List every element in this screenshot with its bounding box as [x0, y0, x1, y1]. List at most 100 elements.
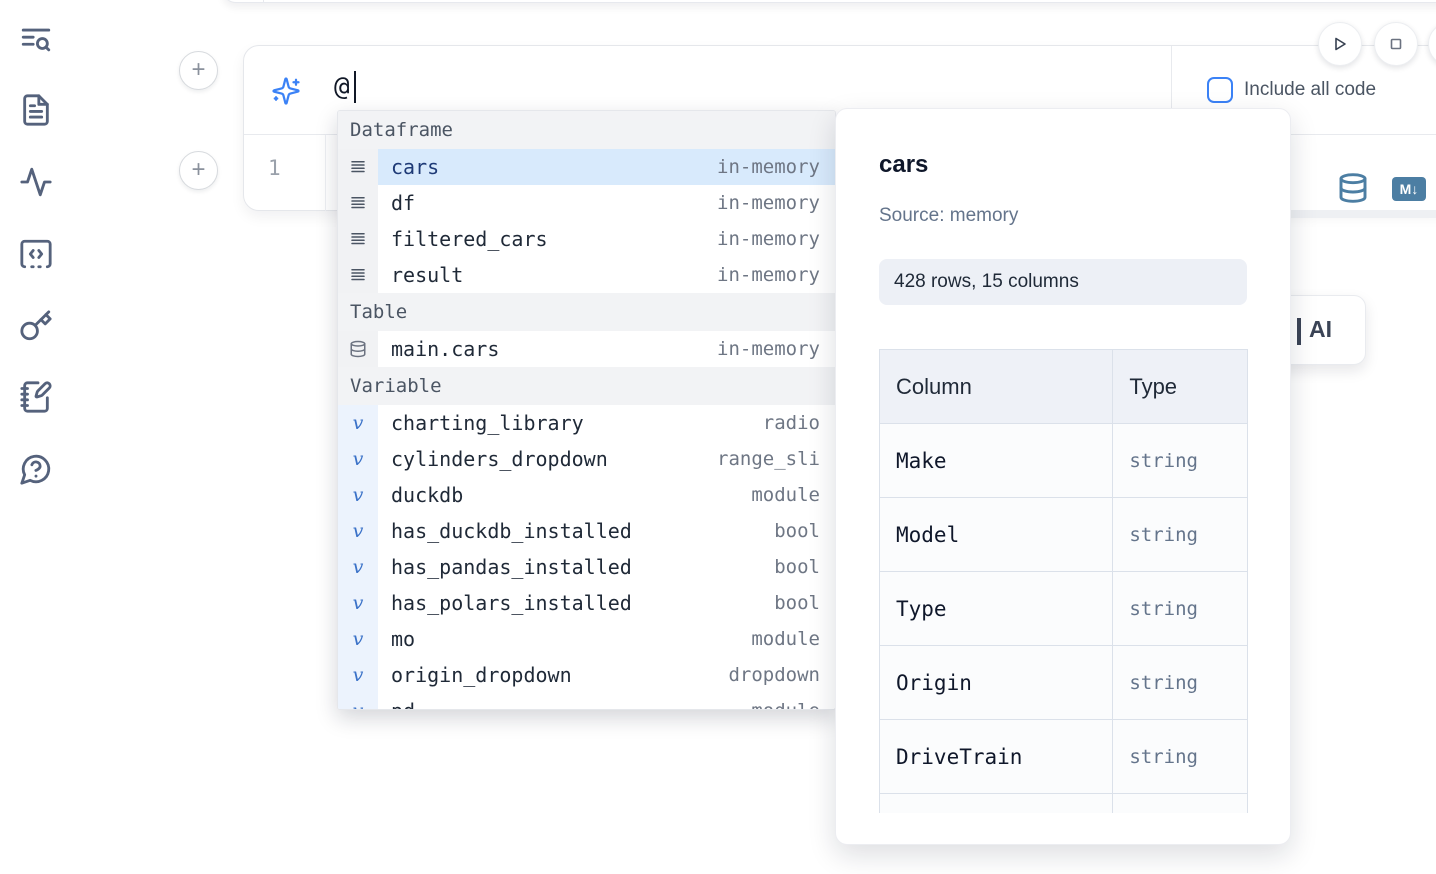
completion-item-body: pd module: [378, 693, 835, 709]
schema-column-type: string: [1129, 597, 1198, 620]
schema-column-name: Origin: [896, 670, 972, 695]
add-cell-button-bottom[interactable]: +: [179, 151, 218, 190]
completion-item-name: has_polars_installed: [391, 591, 632, 615]
variable-icon: v: [352, 628, 364, 650]
variable-icon: v: [352, 664, 364, 686]
ai-button-label: AI: [1309, 316, 1332, 342]
completion-item-name: pd: [391, 699, 415, 709]
preview-title: cars: [879, 151, 929, 178]
schema-row: [879, 793, 1248, 813]
completion-item-gutter: v: [338, 657, 378, 693]
cell-column-divider: [1171, 46, 1172, 134]
column-header: Column: [879, 349, 1114, 424]
ai-prompt-input[interactable]: @: [334, 72, 350, 102]
schema-column-type: string: [1129, 523, 1198, 546]
completion-item-type: radio: [762, 412, 820, 434]
variable-icon: v: [352, 556, 364, 578]
play-icon: [1335, 37, 1346, 51]
activity-icon[interactable]: [19, 165, 53, 199]
add-cell-button-top[interactable]: +: [179, 51, 218, 90]
schema-column-type: string: [1129, 671, 1198, 694]
completion-item-name: cylinders_dropdown: [391, 447, 608, 471]
completion-item-type: bool: [774, 592, 820, 614]
completion-item-gutter: [338, 149, 378, 185]
variable-icon: v: [353, 700, 364, 709]
completion-section-header: Dataframe: [338, 111, 835, 149]
schema-column-type: string: [1129, 745, 1198, 768]
completion-item-type: bool: [774, 520, 820, 542]
variable-icon: v: [352, 484, 364, 506]
completion-item-name: has_pandas_installed: [391, 555, 632, 579]
type-header: Type: [1112, 349, 1248, 424]
completion-item-type: in-memory: [717, 228, 820, 250]
completion-item-gutter: v: [338, 405, 378, 441]
completion-item-name: charting_library: [391, 411, 584, 435]
completion-section-header: Variable: [338, 367, 835, 405]
table-database-icon: [349, 340, 367, 358]
help-chat-icon[interactable]: [19, 452, 53, 486]
completion-item-body: has_polars_installed bool: [378, 585, 835, 621]
completion-item-type: bool: [774, 556, 820, 578]
rows-icon: [349, 266, 367, 284]
completion-item-gutter: [338, 221, 378, 257]
completion-item-has_duckdb_installed[interactable]: v has_duckdb_installed bool: [338, 513, 835, 549]
completion-item-gutter: [338, 331, 378, 367]
completion-item-has_pandas_installed[interactable]: v has_pandas_installed bool: [338, 549, 835, 585]
stop-button[interactable]: [1374, 22, 1418, 66]
run-button[interactable]: [1318, 22, 1362, 66]
completion-item-type: range_sli: [717, 448, 820, 470]
completion-section-header: Table: [338, 293, 835, 331]
completion-item-gutter: v: [338, 549, 378, 585]
completion-item-name: main.cars: [391, 337, 500, 361]
completion-item-name: df: [391, 191, 416, 215]
key-icon[interactable]: [19, 309, 53, 343]
completion-item-type: module: [751, 700, 820, 709]
completion-item-body: charting_library radio: [378, 405, 835, 441]
schema-column-type: string: [1129, 449, 1198, 472]
editor-line-number: 1: [268, 156, 281, 180]
notebook-pen-icon[interactable]: [19, 380, 53, 414]
text-search-icon[interactable]: [19, 23, 53, 57]
include-all-code-label[interactable]: Include all code: [1244, 79, 1377, 100]
previous-cell-divider: [263, 0, 264, 2]
dataframe-preview-panel: cars Source: memory 428 rows, 15 columns…: [835, 108, 1291, 845]
completion-item-name: has_duckdb_installed: [391, 519, 632, 543]
completion-item-body: cylinders_dropdown range_sli: [378, 441, 835, 477]
include-all-code-checkbox[interactable]: [1207, 77, 1233, 103]
completion-item-pd[interactable]: v pd module: [338, 693, 835, 709]
completion-item-type: module: [751, 628, 820, 650]
completion-item-charting_library[interactable]: v charting_library radio: [338, 405, 835, 441]
preview-source: Source: memory: [879, 205, 1019, 226]
markdown-icon[interactable]: M↓: [1392, 177, 1426, 201]
completion-item-type: module: [751, 484, 820, 506]
code-square-icon[interactable]: [19, 237, 53, 271]
database-icon[interactable]: [1337, 172, 1369, 204]
file-document-icon[interactable]: [19, 93, 53, 127]
completion-item-name: origin_dropdown: [391, 663, 572, 687]
schema-column-name: Make: [896, 448, 947, 473]
schema-row: Make string: [879, 423, 1248, 498]
completion-item-gutter: [338, 185, 378, 221]
completion-item-name: result: [391, 263, 464, 287]
completion-item-gutter: v: [338, 693, 378, 709]
completion-item-gutter: v: [338, 513, 378, 549]
